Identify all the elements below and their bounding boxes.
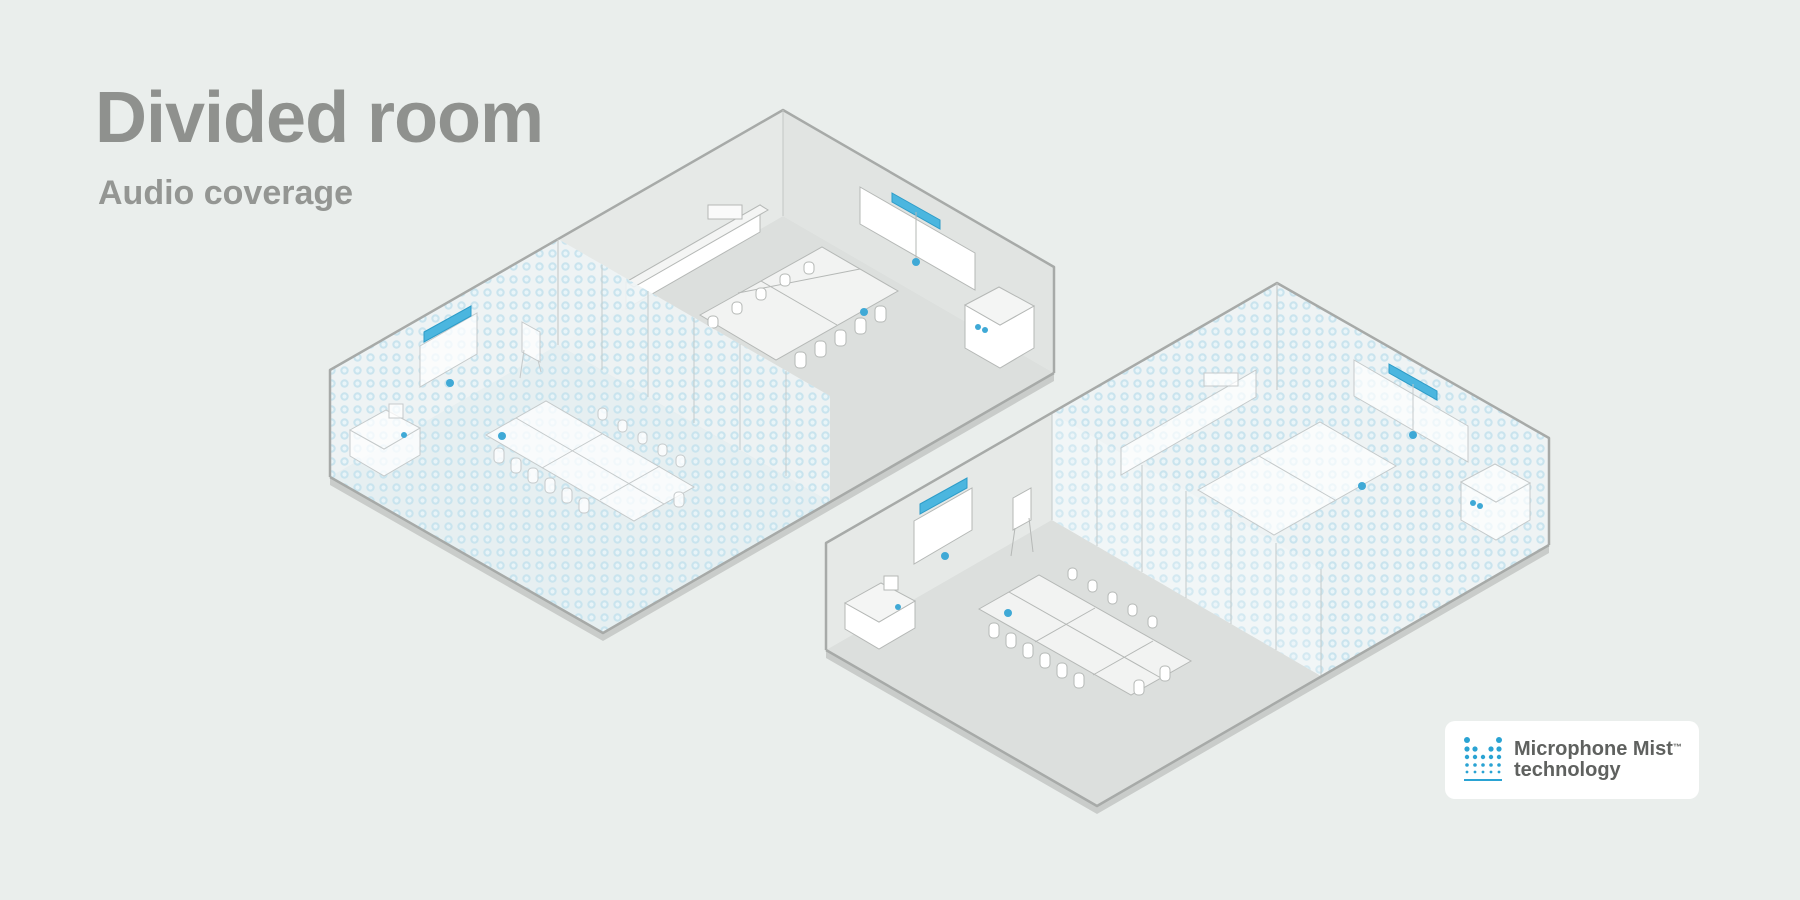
- display-screen: [859, 186, 976, 291]
- room-2-coverage-zone: [1051, 282, 1549, 676]
- display-screen: [1353, 359, 1469, 463]
- flip-chart: [521, 321, 541, 363]
- camera: [912, 258, 920, 266]
- room-2-slab: [826, 545, 1549, 814]
- table-microphone: [1358, 482, 1366, 490]
- badge-text: Microphone Mist™ technology: [1514, 739, 1682, 781]
- room-1-left-half-furniture: [348, 305, 696, 522]
- display-screen: [913, 487, 973, 565]
- camera: [1409, 431, 1417, 439]
- room-2: [824, 281, 1551, 814]
- badge-line-2: technology: [1514, 759, 1621, 781]
- room-1-slab: [330, 373, 1054, 641]
- microphone-mist-badge: Microphone Mist™ technology: [1445, 721, 1699, 799]
- table-microphone: [1004, 609, 1012, 617]
- soundbar: [423, 305, 472, 343]
- flip-chart: [1012, 487, 1032, 531]
- badge-line-1: Microphone Mist: [1514, 738, 1673, 760]
- display-screen: [419, 312, 478, 388]
- soundbar: [919, 477, 968, 515]
- table-microphone: [860, 308, 868, 316]
- table-microphone: [498, 432, 506, 440]
- room-2-left-half-furniture: [843, 477, 1193, 696]
- camera: [941, 552, 949, 560]
- trademark-symbol: ™: [1672, 742, 1682, 752]
- room-1-right-half-furniture: [625, 186, 1036, 369]
- microphone-mist-dots-icon: [1464, 737, 1502, 783]
- camera: [446, 379, 454, 387]
- soundbar: [891, 192, 941, 230]
- page-title: Divided room: [95, 78, 544, 158]
- room-1: [328, 108, 1056, 641]
- soundbar: [1388, 363, 1438, 401]
- page-subtitle: Audio coverage: [98, 174, 354, 212]
